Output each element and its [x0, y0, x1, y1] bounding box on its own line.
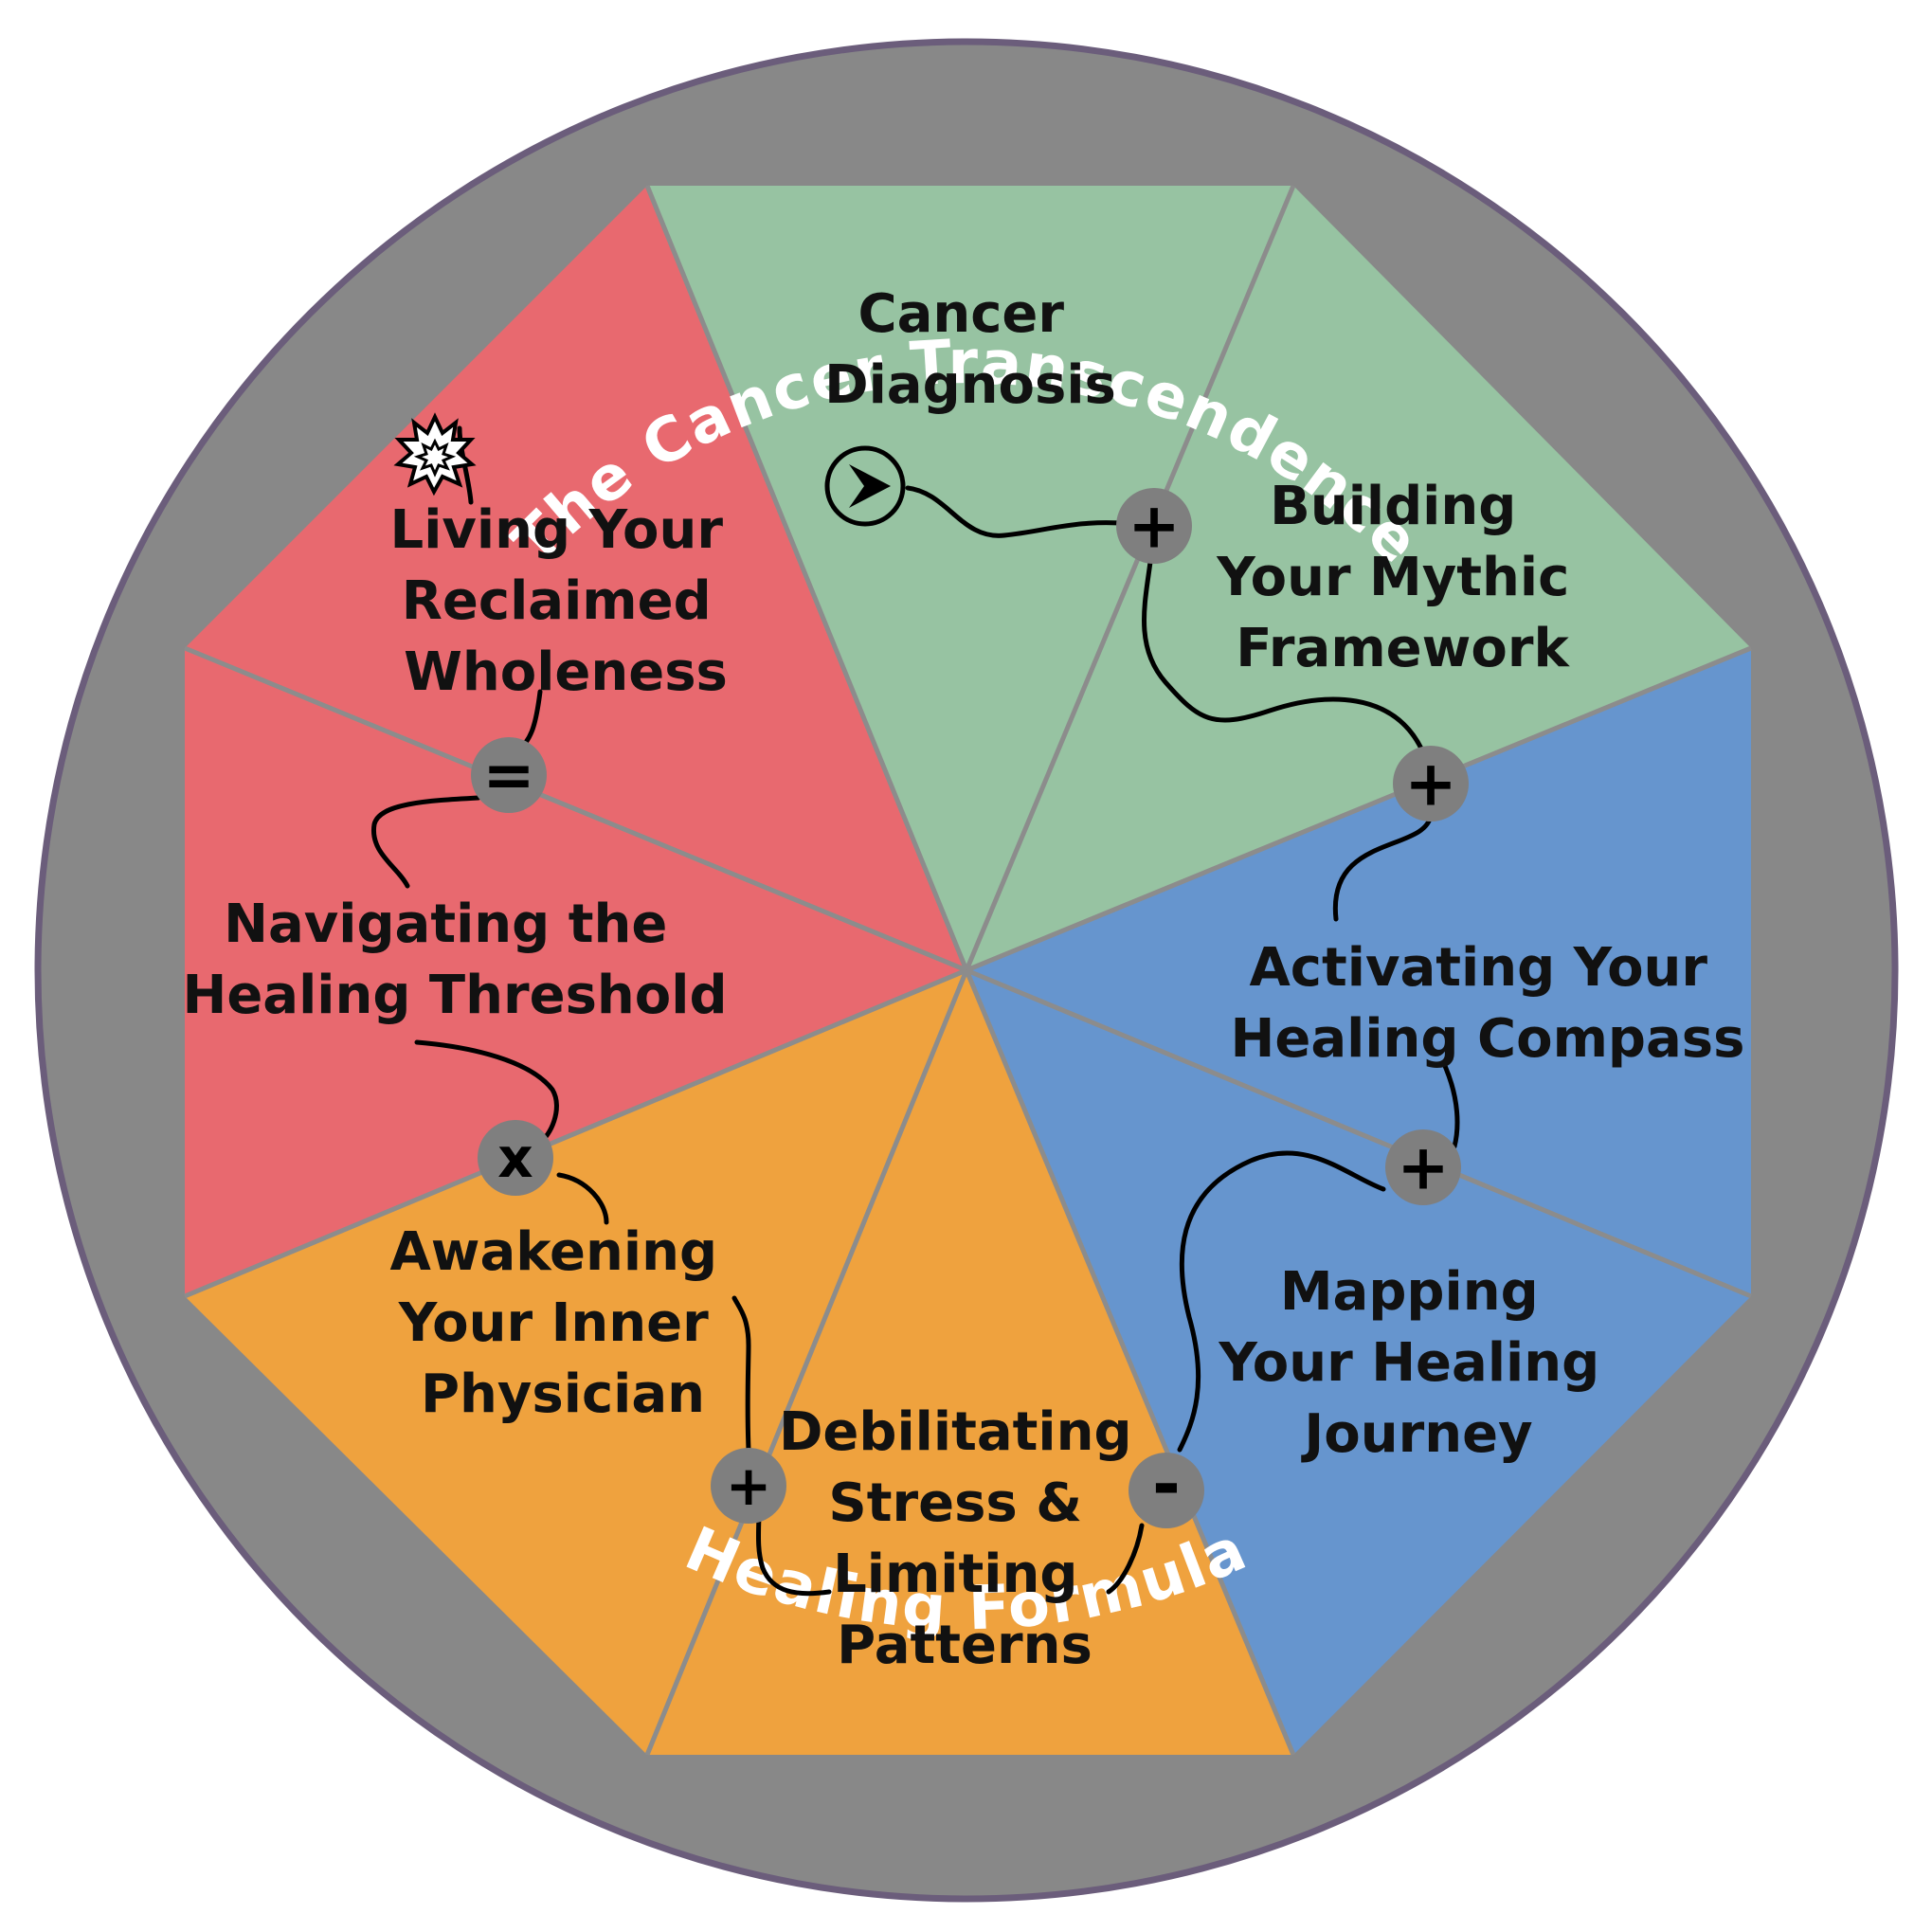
svg-text:+: + — [1397, 1131, 1449, 1204]
label-cancer-diagnosis: Cancer Diagnosis — [824, 283, 1116, 416]
arrow-circle-icon — [824, 445, 906, 527]
segment-living-reclaimed-wholeness-area — [185, 186, 966, 970]
operator-node-times: x — [478, 1120, 553, 1196]
svg-text:x: x — [497, 1126, 533, 1190]
segment-navigating-healing-threshold-area — [185, 648, 966, 1296]
segment-cancer-diagnosis-area — [647, 186, 1293, 970]
operator-node-minus: - — [1129, 1444, 1204, 1528]
operator-node-equals: = — [471, 737, 547, 813]
svg-text:+: + — [726, 1454, 772, 1518]
label-awakening-inner-physician: Awakening Your Inner Physician — [389, 1221, 735, 1425]
journey-path — [370, 425, 1460, 1597]
svg-text:=: = — [482, 739, 534, 812]
label-building-mythic-framework: Building Your Mythic Framework — [1216, 476, 1588, 679]
starburst-icon — [393, 412, 477, 497]
segment-dividers — [184, 185, 1752, 1756]
svg-text:-: - — [1152, 1444, 1181, 1524]
operator-node-plus: + — [1385, 1129, 1461, 1205]
operator-node-plus: + — [711, 1448, 786, 1524]
label-activating-healing-compass: Activating Your Healing Compass — [1231, 937, 1745, 1070]
segment-mapping-healing-journey-area — [966, 970, 1751, 1755]
label-debilitating-stress: Debilitating Stress & Limiting Patterns — [779, 1401, 1150, 1676]
svg-text:+: + — [1404, 748, 1456, 821]
segment-building-mythic-framework-area — [966, 186, 1751, 970]
label-mapping-healing-journey: Mapping Your Healing Journey — [1218, 1261, 1617, 1465]
label-living-reclaimed-wholeness: Living Your Reclaimed Wholeness — [390, 499, 742, 703]
operator-node-plus: + — [1393, 746, 1469, 822]
segment-awakening-inner-physician-area — [185, 970, 966, 1755]
segment-activating-healing-compass-area — [966, 648, 1751, 1296]
operator-node-plus: + — [1116, 488, 1192, 564]
label-navigating-healing-threshold: Navigating the Healing Threshold — [182, 894, 727, 1026]
operator-nodes: + + + - + x = — [471, 488, 1469, 1528]
svg-text:+: + — [1128, 490, 1180, 563]
